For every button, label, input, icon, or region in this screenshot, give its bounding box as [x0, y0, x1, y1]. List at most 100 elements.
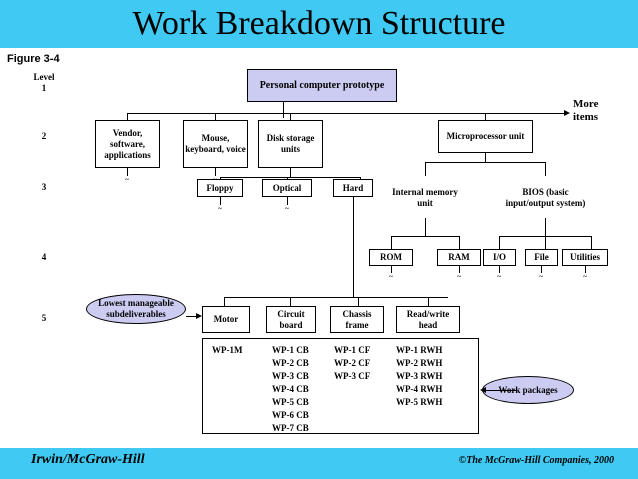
node-optical[interactable]: Optical: [262, 179, 312, 197]
tilde-io: ~: [496, 272, 502, 281]
work-package-column-motor: WP-1M: [212, 344, 243, 357]
callout-work-packages-arrow-line: [486, 390, 516, 391]
tilde-utilities: ~: [582, 272, 588, 281]
connector-drop-ram: [459, 236, 460, 249]
connector-drop-bios: [545, 162, 546, 176]
wp-item: WP-4 CB: [272, 384, 309, 394]
work-package-column-chassis-frame: WP-1 CF WP-2 CF WP-3 CF: [334, 344, 370, 383]
node-file[interactable]: File: [525, 249, 558, 266]
footer-publisher: Irwin/McGraw-Hill: [31, 452, 145, 467]
wp-item: WP-2 RWH: [396, 358, 443, 368]
connector-internal-memory-stem: [425, 218, 426, 236]
wp-item: WP-5 RWH: [396, 397, 443, 407]
node-vendor-software-applications[interactable]: Vendor, software, applications: [95, 120, 160, 168]
node-mouse-keyboard-voice[interactable]: Mouse, keyboard, voice: [183, 120, 248, 168]
level-number: 4: [41, 252, 47, 262]
wp-item: WP-3 RWH: [396, 371, 443, 381]
connector-hard-stem: [353, 197, 354, 297]
connector-drop-utilities: [591, 236, 592, 249]
connector-disk-stem: [290, 168, 291, 177]
work-package-table: [202, 338, 479, 434]
connector-stub-optical: [287, 197, 288, 205]
connector-level4-memory-bus: [391, 236, 459, 237]
level-number: 3: [41, 182, 47, 192]
callout-lowest-manageable-subdeliverables[interactable]: Lowest manageable subdeliverables: [86, 294, 186, 324]
wp-item: WP-1 CF: [334, 345, 371, 355]
node-disk-storage-units[interactable]: Disk storage units: [258, 120, 323, 168]
connector-drop-vendor: [127, 113, 128, 120]
node-microprocessor-unit[interactable]: Microprocessor unit: [438, 120, 533, 153]
node-circuit-board[interactable]: Circuit board: [266, 306, 316, 333]
wp-item: WP-5 CB: [272, 397, 309, 407]
node-internal-memory-unit[interactable]: Internal memory unit: [392, 187, 458, 208]
callout-lowest-arrow-line: [186, 316, 198, 317]
wp-item: WP-6 CB: [272, 410, 309, 420]
connector-drop-circuit-board: [290, 297, 291, 306]
more-items-arrow-icon: [564, 110, 570, 116]
node-motor[interactable]: Motor: [202, 306, 250, 333]
connector-level2-bus: [127, 113, 564, 114]
connector-bios-stem: [545, 218, 546, 236]
wp-item: WP-2 CF: [334, 358, 371, 368]
title-banner: [0, 0, 638, 48]
level-number: 1: [41, 83, 47, 93]
tilde-rom: ~: [388, 272, 394, 281]
connector-drop-microprocessor: [485, 113, 486, 120]
wp-item: WP-7 CB: [272, 423, 309, 433]
node-utilities[interactable]: Utilities: [562, 249, 608, 266]
connector-drop-disk: [290, 113, 291, 120]
node-io[interactable]: I/O: [483, 249, 516, 266]
tilde-optical: ~: [284, 204, 290, 213]
connector-drop-internal-memory: [425, 162, 426, 176]
wp-item: WP-4 RWH: [396, 384, 443, 394]
connector-stub-mouse: [215, 168, 216, 176]
connector-stub-floppy: [220, 197, 221, 205]
connector-drop-motor: [224, 297, 225, 306]
connector-root-stem: [283, 102, 284, 118]
connector-stub-io: [499, 266, 500, 273]
node-rom[interactable]: ROM: [369, 249, 413, 266]
more-items-label: More items: [573, 98, 599, 123]
level-marker-1: Level 1: [24, 72, 64, 94]
connector-stub-file: [541, 266, 542, 273]
level-marker-4: 4: [24, 252, 64, 263]
work-package-column-read-write-head: WP-1 RWH WP-2 RWH WP-3 RWH WP-4 RWH WP-5…: [396, 344, 442, 409]
page-title: Work Breakdown Structure: [132, 5, 506, 42]
callout-work-packages-arrow-icon: [480, 387, 486, 393]
node-floppy[interactable]: Floppy: [197, 179, 243, 197]
connector-drop-chassis-frame: [358, 297, 359, 306]
level-number: 5: [41, 313, 47, 323]
tilde-ram: ~: [456, 272, 462, 281]
figure-label: Figure 3-4: [7, 53, 60, 65]
level-marker-5: 5: [24, 313, 64, 324]
node-read-write-head[interactable]: Read/write head: [396, 306, 460, 333]
node-bios[interactable]: BIOS (basic input/output system): [505, 187, 586, 208]
connector-level5-bus: [224, 297, 448, 298]
node-chassis-frame[interactable]: Chassis frame: [330, 306, 384, 333]
wp-item: WP-1 RWH: [396, 345, 443, 355]
connector-drop-read-write-head: [428, 297, 429, 306]
wp-item: WP-3 CF: [334, 371, 371, 381]
node-ram[interactable]: RAM: [437, 249, 481, 266]
connector-stub-ram: [459, 266, 460, 273]
footer-copyright: ©The McGraw-Hill Companies, 2000: [458, 455, 614, 466]
connector-microprocessor-stem: [485, 153, 486, 162]
tilde-floppy: ~: [217, 204, 223, 213]
connector-level3-disk-bus: [220, 177, 360, 178]
callout-lowest-arrow-icon: [196, 313, 202, 319]
connector-level3-micro-bus: [425, 162, 545, 163]
level-number: 2: [41, 131, 47, 141]
node-personal-computer-prototype[interactable]: Personal computer prototype: [247, 69, 397, 102]
connector-stub-utilities: [585, 266, 586, 273]
level-marker-3: 3: [24, 182, 64, 193]
node-hard[interactable]: Hard: [333, 179, 373, 197]
wp-item: WP-3 CB: [272, 371, 309, 381]
wp-item: WP-1M: [212, 345, 243, 355]
level-marker-2: 2: [24, 131, 64, 142]
tilde-vendor: ~: [124, 175, 130, 184]
connector-drop-file: [545, 236, 546, 249]
connector-stub-rom: [391, 266, 392, 273]
connector-drop-rom: [391, 236, 392, 249]
connector-drop-mouse: [215, 113, 216, 120]
